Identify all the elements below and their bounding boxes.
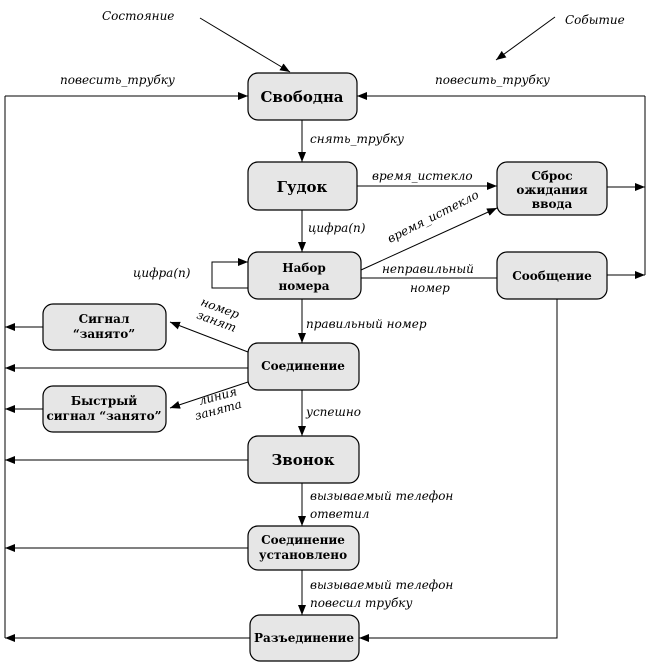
svg-text:Соединение: Соединение	[261, 533, 345, 547]
legend-state: Состояние	[102, 9, 174, 23]
svg-text:ожидания: ожидания	[516, 183, 587, 197]
state-tone: Гудок	[247, 161, 358, 211]
svg-text:Сброс: Сброс	[531, 169, 572, 183]
svg-text:Быстрый: Быстрый	[71, 394, 137, 408]
event-wrong-2: номер	[410, 281, 450, 295]
svg-text:Гудок: Гудок	[277, 178, 328, 196]
svg-text:сигнал “занято”: сигнал “занято”	[46, 409, 161, 423]
svg-text:ввода: ввода	[532, 197, 573, 211]
svg-text:“занято”: “занято”	[73, 327, 135, 341]
svg-text:Набор: Набор	[282, 261, 326, 275]
event-hangup-right: повесить_трубку	[435, 73, 550, 87]
event-digit-loop: цифра(n)	[133, 266, 191, 280]
svg-text:Свободна: Свободна	[260, 88, 343, 106]
event-success: успешно	[305, 405, 361, 419]
legend-event: Событие	[565, 13, 625, 27]
event-pickup: снять_трубку	[310, 132, 404, 146]
state-busy: Сигнал“занято”	[42, 303, 167, 351]
state-dialing: Набор номера	[247, 251, 362, 300]
event-digit: цифра(n)	[308, 221, 366, 235]
svg-text:Разъединение: Разъединение	[254, 631, 354, 645]
event-answered-1: вызываемый телефон	[310, 489, 453, 503]
svg-text:Звонок: Звонок	[271, 451, 334, 469]
svg-text:установлено: установлено	[259, 548, 347, 562]
state-ring: Звонок	[247, 435, 360, 484]
state-connection: Соединение	[247, 342, 360, 391]
event-wrong-1: неправильный	[382, 262, 474, 276]
svg-text:Сообщение: Сообщение	[512, 269, 592, 283]
event-hungup-1: вызываемый телефон	[310, 578, 453, 592]
event-answered-2: ответил	[310, 507, 369, 521]
event-right: правильный номер	[306, 317, 427, 331]
state-free: Свободна	[247, 72, 358, 121]
state-message: Сообщение	[496, 251, 608, 300]
svg-text:Сигнал: Сигнал	[79, 312, 130, 326]
event-hangup-left: повесить_трубку	[60, 73, 175, 87]
state-disconnect: Разъединение	[249, 614, 360, 662]
event-timeout: время_истекло	[372, 169, 473, 183]
svg-text:номера: номера	[278, 279, 329, 293]
event-hungup-2: повесил трубку	[310, 596, 412, 610]
svg-text:Соединение: Соединение	[261, 359, 345, 373]
